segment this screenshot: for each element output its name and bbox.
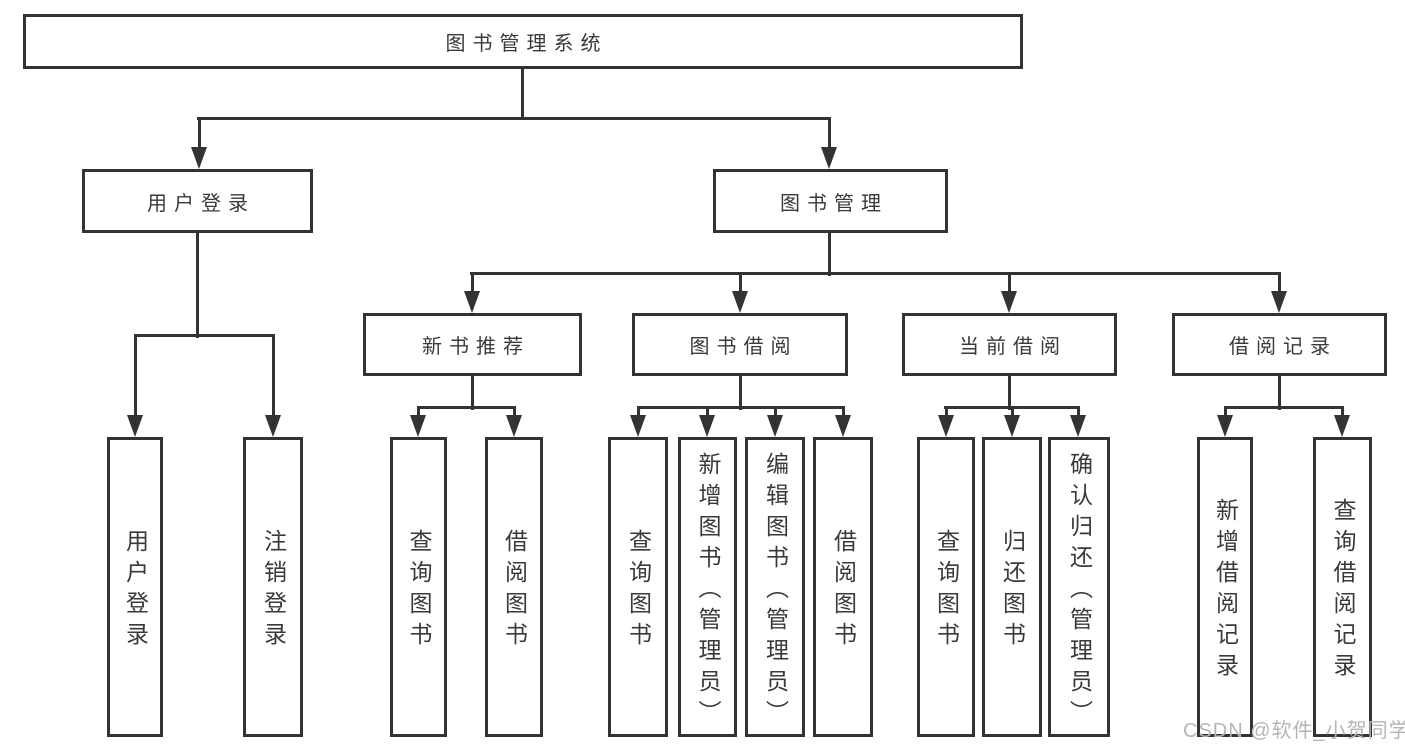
leaf-newbook-query-label: 查询图书: [406, 529, 432, 653]
leaf-newbook-query: 查询图书: [390, 437, 447, 737]
leaf-current-confirm-admin: 确认归还（管理员）: [1048, 437, 1110, 737]
connector-v-line: [197, 118, 201, 147]
leaf-borrow-add-admin-label: 新增图书（管理员）: [695, 451, 721, 731]
connector-v-line: [636, 407, 640, 417]
leaf-record-add: 新增借阅记录: [1197, 437, 1253, 737]
arrow-down-icon: [1070, 415, 1086, 437]
node-book-borrow: 图书借阅: [632, 313, 848, 376]
node-new-book-recommend: 新书推荐: [363, 313, 582, 376]
connector-v-line: [1010, 407, 1014, 417]
connector-v-line: [1007, 273, 1011, 293]
leaf-borrow-query: 查询图书: [608, 437, 668, 737]
arrow-down-icon: [410, 415, 426, 437]
leaf-record-query-label: 查询借阅记录: [1330, 498, 1356, 684]
connector-v-line: [1340, 407, 1344, 417]
arrow-down-icon: [732, 291, 748, 313]
connector-h-line: [134, 333, 275, 337]
connector-v-line: [1277, 273, 1281, 293]
leaf-logout: 注销登录: [243, 437, 303, 737]
connector-v-line: [470, 273, 474, 293]
arrow-down-icon: [1004, 415, 1020, 437]
leaf-current-confirm-admin-label: 确认归还（管理员）: [1066, 451, 1093, 731]
leaf-current-return: 归还图书: [982, 437, 1042, 737]
node-book-management: 图书管理: [713, 169, 948, 233]
connector-v-line: [416, 407, 420, 417]
connector-v-line: [133, 335, 137, 417]
arrow-down-icon: [1217, 415, 1233, 437]
leaf-borrow-borrow: 借阅图书: [813, 437, 873, 737]
connector-v-line: [520, 67, 524, 118]
leaf-user-login: 用户登录: [107, 437, 163, 737]
connector-v-line: [841, 407, 845, 417]
connector-v-line: [1007, 376, 1011, 410]
arrow-down-icon: [1334, 415, 1350, 437]
leaf-current-return-label: 归还图书: [999, 529, 1026, 653]
connector-h-line: [1224, 405, 1344, 409]
node-borrow-records-label: 借阅记录: [1229, 336, 1337, 358]
connector-v-line: [773, 407, 777, 417]
leaf-record-query: 查询借阅记录: [1313, 437, 1372, 737]
connector-v-line: [705, 407, 709, 417]
arrow-down-icon: [265, 415, 281, 437]
arrow-down-icon: [1001, 291, 1017, 313]
arrow-down-icon: [699, 415, 715, 437]
node-root: 图书管理系统: [23, 14, 1023, 69]
leaf-borrow-edit-admin-label: 编辑图书（管理员）: [762, 451, 789, 731]
connector-h-line: [417, 405, 516, 409]
node-user-login-label: 用户登录: [147, 192, 255, 215]
arrow-down-icon: [767, 415, 783, 437]
leaf-borrow-add-admin: 新增图书（管理员）: [678, 437, 737, 737]
leaf-user-login-label: 用户登录: [122, 529, 149, 653]
arrow-down-icon: [835, 415, 851, 437]
connector-v-line: [195, 233, 199, 338]
arrow-down-icon: [506, 415, 522, 437]
connector-v-line: [1277, 376, 1281, 410]
arrow-down-icon: [191, 147, 207, 169]
connector-v-line: [738, 376, 742, 410]
connector-v-line: [827, 233, 831, 276]
arrow-down-icon: [938, 415, 954, 437]
node-book-management-label: 图书管理: [780, 192, 888, 215]
connector-h-line: [197, 116, 831, 120]
connector-v-line: [512, 407, 516, 417]
node-root-label: 图书管理系统: [445, 33, 608, 55]
leaf-logout-label: 注销登录: [260, 529, 287, 653]
leaf-current-query-label: 查询图书: [933, 529, 960, 653]
connector-h-line: [637, 405, 845, 409]
node-borrow-records: 借阅记录: [1172, 313, 1387, 376]
connector-v-line: [470, 376, 474, 410]
leaf-borrow-borrow-label: 借阅图书: [830, 529, 857, 653]
node-current-borrow-label: 当前借阅: [959, 336, 1067, 358]
leaf-record-add-label: 新增借阅记录: [1212, 498, 1239, 684]
leaf-borrow-edit-admin: 编辑图书（管理员）: [745, 437, 805, 737]
connector-v-line: [1223, 407, 1227, 417]
arrow-down-icon: [1271, 291, 1287, 313]
connector-v-line: [944, 407, 948, 417]
leaf-newbook-borrow: 借阅图书: [485, 437, 543, 737]
leaf-current-query: 查询图书: [917, 437, 975, 737]
leaf-borrow-query-label: 查询图书: [625, 529, 652, 653]
arrow-down-icon: [630, 415, 646, 437]
connector-v-line: [827, 118, 831, 147]
connector-h-line: [470, 271, 1281, 275]
node-new-book-recommend-label: 新书推荐: [422, 336, 530, 358]
node-user-login: 用户登录: [82, 169, 313, 233]
arrow-down-icon: [127, 415, 143, 437]
arrow-down-icon: [464, 291, 480, 313]
csdn-watermark: CSDN @软件_小贺同学: [1183, 720, 1405, 742]
arrow-down-icon: [821, 147, 837, 169]
connector-v-line: [738, 273, 742, 293]
leaf-newbook-borrow-label: 借阅图书: [501, 529, 528, 653]
node-book-borrow-label: 图书借阅: [689, 336, 798, 358]
connector-v-line: [1076, 407, 1080, 417]
node-current-borrow: 当前借阅: [902, 313, 1117, 376]
connector-v-line: [271, 335, 275, 417]
